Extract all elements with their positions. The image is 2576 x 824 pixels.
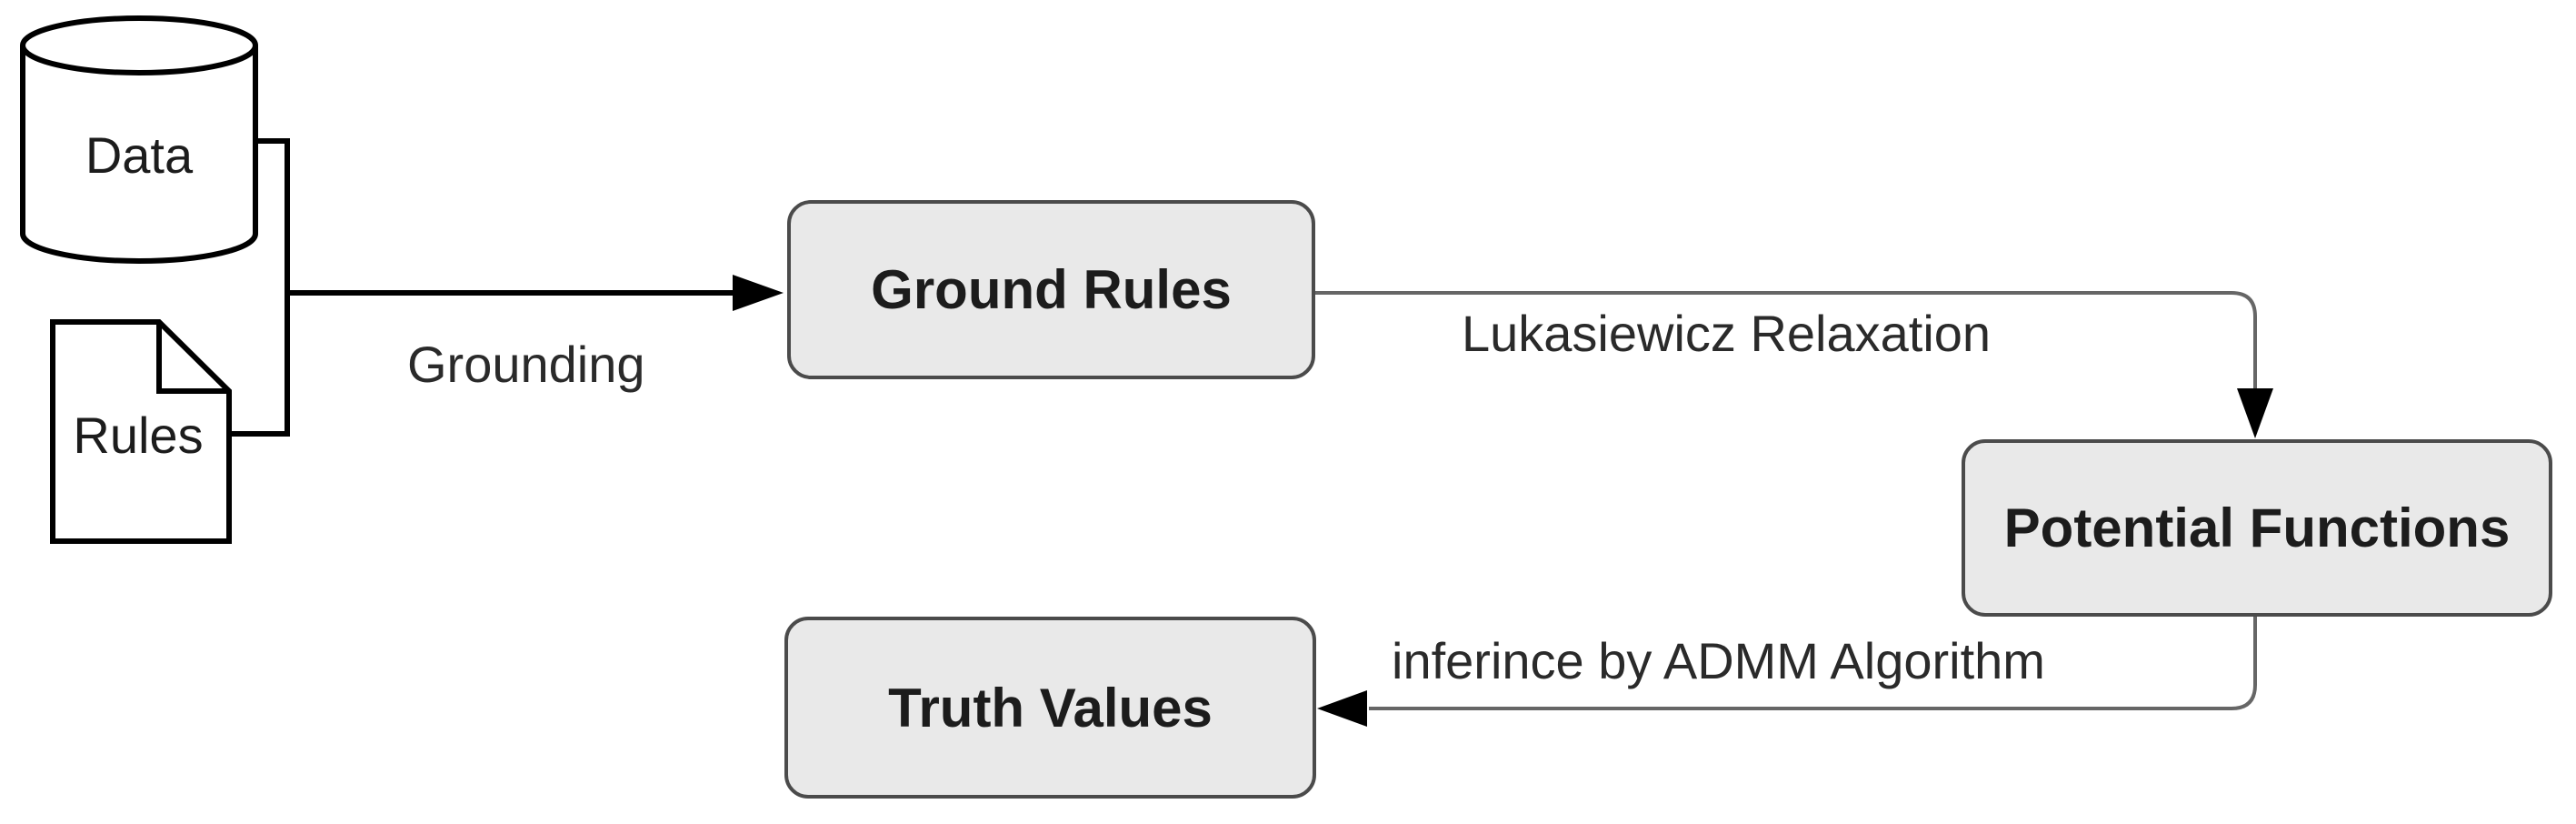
data-rules-junction-line (229, 138, 290, 437)
potential-functions-label: Potential Functions (2003, 497, 2511, 558)
admm-edge-label: inferince by ADMM Algorithm (1392, 632, 2045, 689)
document-icon (50, 319, 232, 544)
database-cylinder-icon (20, 15, 258, 264)
rules-doc-label: Rules (73, 407, 204, 464)
lukasiewicz-edge-label: Lukasiewicz Relaxation (1462, 305, 1992, 362)
admm-arrowhead-icon (1317, 690, 1367, 727)
admm-arrow-line (1369, 617, 2257, 710)
lukasiewicz-arrow-line (1315, 291, 2257, 391)
lukasiewicz-arrowhead-icon (2237, 388, 2273, 438)
potential-functions-node: Potential Functions (1962, 439, 2552, 617)
grounding-arrowhead-icon (733, 275, 784, 311)
data-store-label: Data (85, 126, 194, 184)
ground-rules-label: Ground Rules (871, 259, 1232, 320)
ground-rules-node: Ground Rules (787, 200, 1315, 379)
truth-values-node: Truth Values (784, 617, 1316, 799)
grounding-edge-label: Grounding (407, 336, 645, 393)
truth-values-label: Truth Values (888, 677, 1213, 739)
